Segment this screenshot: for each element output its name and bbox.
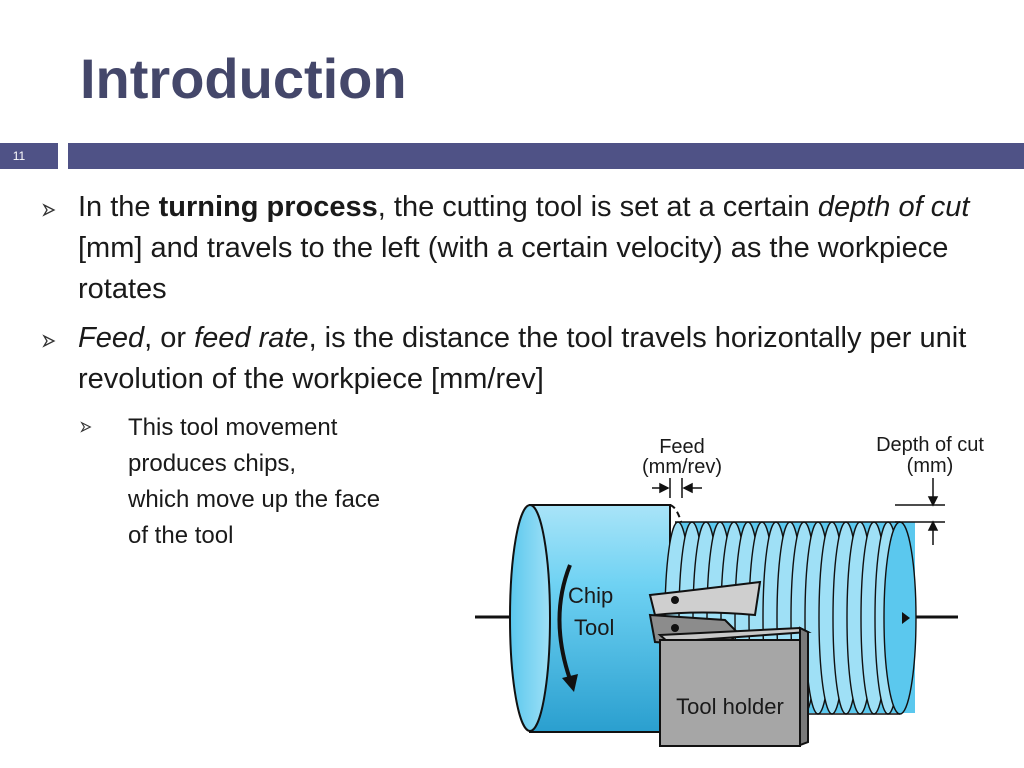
term-depth-of-cut: depth of cut	[817, 191, 970, 223]
chip-label: Chip	[568, 583, 613, 608]
center-mark	[902, 612, 910, 624]
depth-of-cut-unit: (mm)	[907, 455, 954, 477]
sub-bullet-arrow-icon	[80, 421, 92, 433]
bullet-text: , the cutting tool is set at a certain	[377, 191, 818, 223]
term-feed: Feed	[78, 322, 145, 354]
depth-of-cut-label: Depth of cut	[876, 434, 984, 456]
tool-holder	[657, 626, 812, 747]
sub-bullet-line: This tool movement	[128, 414, 338, 441]
slide-number-badge: 11	[0, 143, 58, 169]
sub-bullet-line: which move up the face	[128, 486, 381, 513]
bullet-arrow-icon	[42, 203, 56, 217]
tool-holder-label: Tool holder	[676, 694, 784, 719]
bullet-text: , is the distance the tool travels horiz…	[78, 322, 967, 395]
feed-label: Feed	[659, 436, 705, 458]
term-feed-rate: feed rate	[194, 322, 309, 354]
slide-title: Introduction	[80, 47, 407, 110]
bullet-text: In the	[78, 191, 159, 223]
rotation-arrow-icon	[557, 564, 574, 686]
bullet-text: , or	[144, 322, 195, 354]
sub-bullet-line: of the tool	[128, 522, 234, 549]
bullet-text: [mm] and travels to the left (with a cer…	[78, 232, 949, 305]
title-divider-bar	[68, 143, 1024, 169]
chip-shape	[648, 580, 762, 617]
bullet-feed-rate: Feed, or feed rate, is the distance the …	[78, 318, 978, 400]
bullet-turning-process: In the turning process, the cutting tool…	[78, 187, 978, 310]
slide-number: 11	[12, 149, 26, 163]
sub-bullet-chips: This tool movement produces chips, which…	[128, 410, 458, 554]
bullet-arrow-icon	[42, 334, 56, 348]
sub-bullet-line: produces chips,	[128, 450, 297, 477]
feed-dimension	[652, 478, 702, 498]
tool-label: Tool	[574, 615, 614, 640]
term-turning-process: turning process	[158, 191, 378, 223]
feed-unit: (mm/rev)	[642, 456, 722, 478]
depth-of-cut-dimension	[895, 478, 945, 545]
turning-process-diagram: Feed (mm/rev) Depth of cut (mm) Chip Too…	[475, 434, 984, 747]
